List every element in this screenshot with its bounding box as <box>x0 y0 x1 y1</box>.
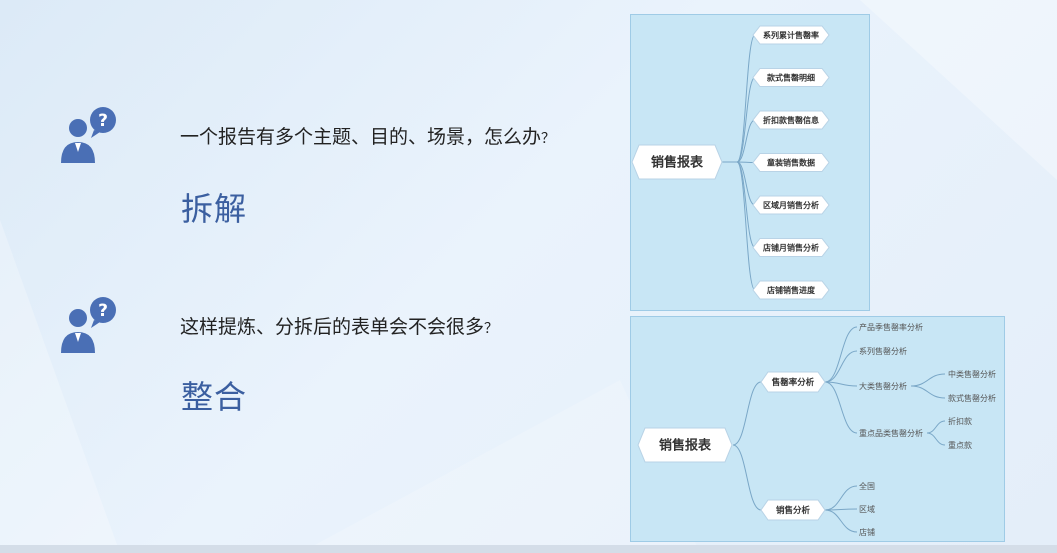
mindmap-2-leaf: 店铺 <box>859 527 875 537</box>
mindmap-2-root-label: 销售报表 <box>659 438 712 454</box>
mindmap-1-node-label: 店铺销售进度 <box>767 285 816 295</box>
question-1-mark: ？ <box>541 131 556 147</box>
mindmap-1-root: 销售报表 <box>631 144 723 180</box>
mindmap-2-link <box>824 381 858 387</box>
mindmap-2-link <box>926 432 946 446</box>
mindmap-2-link <box>910 385 946 399</box>
question-1-text: 一个报告有多个主题、目的、场景，怎么办 <box>180 126 542 148</box>
mindmap-1: 系列累计售罄率款式售罄明细折扣款售罄信息童装销售数据区域月销售分析店铺月销售分析… <box>631 25 830 300</box>
mindmap-1-link <box>736 77 756 163</box>
answer-1: 拆解 <box>181 190 248 228</box>
mindmap-2-link <box>824 326 858 383</box>
mindmap-2-link <box>824 485 858 511</box>
mindmap-1-link <box>736 161 756 291</box>
mindmap-1-node: 款式售罄明细 <box>752 68 830 87</box>
mindmap-2-link <box>824 509 858 533</box>
mindmap-1-node: 区域月销售分析 <box>752 195 830 215</box>
mindmap-2-leaf: 产品季售罄率分析 <box>859 322 923 332</box>
mindmap-1-link <box>736 34 756 163</box>
mindmap-2-subleaf: 中类售罄分析 <box>948 369 996 379</box>
mindmap-1-node-label: 童装销售数据 <box>767 157 815 167</box>
question-2-mark: ？ <box>484 321 499 337</box>
mindmap-1-node-label: 区域月销售分析 <box>763 200 819 210</box>
mindmap-2-subleaf: 款式售罄分析 <box>948 393 996 403</box>
mindmap-panel-1: 系列累计售罄率款式售罄明细折扣款售罄信息童装销售数据区域月销售分析店铺月销售分析… <box>630 14 870 311</box>
mindmap-2-link <box>910 373 946 387</box>
question-2-text: 这样提炼、分拆后的表单会不会很多 <box>180 316 485 338</box>
person-question-icon: ? <box>61 107 116 163</box>
mindmap-2-leaf: 重点品类售罄分析 <box>859 428 923 438</box>
svg-text:?: ? <box>98 301 108 321</box>
mindmap-1-node: 折扣款售罄信息 <box>752 110 830 130</box>
person-question-icon: ? <box>61 297 116 353</box>
mindmap-2-branch-label: 售罄率分析 <box>771 377 815 388</box>
mindmap-2-branch-label: 销售分析 <box>776 505 811 516</box>
mindmap-2-link <box>824 381 858 434</box>
mindmap-2-branch: 销售分析 <box>760 499 826 521</box>
mindmap-2-leaf: 系列售罄分析 <box>859 346 907 356</box>
mindmap-1-link <box>736 119 756 163</box>
mindmap-2-link <box>732 444 762 511</box>
mindmap-2-subleaf: 重点款 <box>948 440 972 450</box>
mindmap-2-subleaf: 折扣款 <box>948 416 972 426</box>
mindmap-1-node: 店铺月销售分析 <box>752 238 830 257</box>
mindmap-1-node-label: 店铺月销售分析 <box>763 242 819 252</box>
mindmap-panel-2: 产品季售罄率分析系列售罄分析大类售罄分析 中类售罄分析款式售罄分析重点品类售罄分析… <box>630 316 1005 542</box>
mindmap-2-link <box>926 420 946 434</box>
mindmap-1-link <box>736 161 756 163</box>
question-1: 一个报告有多个主题、目的、场景，怎么办？ <box>180 122 555 149</box>
mindmap-1-link <box>736 161 756 248</box>
mindmap-2-leaf: 区域 <box>859 504 875 514</box>
mindmap-1-node: 系列累计售罄率 <box>752 25 830 45</box>
mindmap-2-root: 销售报表 <box>637 427 733 463</box>
mindmap-2-link <box>824 350 858 383</box>
mindmap-1-node-label: 款式售罄明细 <box>767 72 815 82</box>
mindmap-2-leaf: 大类售罄分析 <box>859 381 907 391</box>
mindmap-2-branch: 售罄率分析 <box>760 371 826 393</box>
mindmap-1-node: 童装销售数据 <box>752 153 830 172</box>
mindmap-1-node-label: 系列累计售罄率 <box>763 30 819 40</box>
mindmap-1-root-label: 销售报表 <box>651 155 704 171</box>
question-2: 这样提炼、分拆后的表单会不会很多？ <box>180 312 498 339</box>
mindmap-1-node-label: 折扣款售罄信息 <box>763 115 819 125</box>
mindmap-1-node: 店铺销售进度 <box>752 280 830 300</box>
mindmap-1-link <box>736 161 756 206</box>
mindmap-2-link <box>732 381 762 446</box>
answer-2: 整合 <box>181 378 248 416</box>
svg-text:?: ? <box>98 111 108 131</box>
mindmap-2-leaf: 全国 <box>859 481 875 491</box>
